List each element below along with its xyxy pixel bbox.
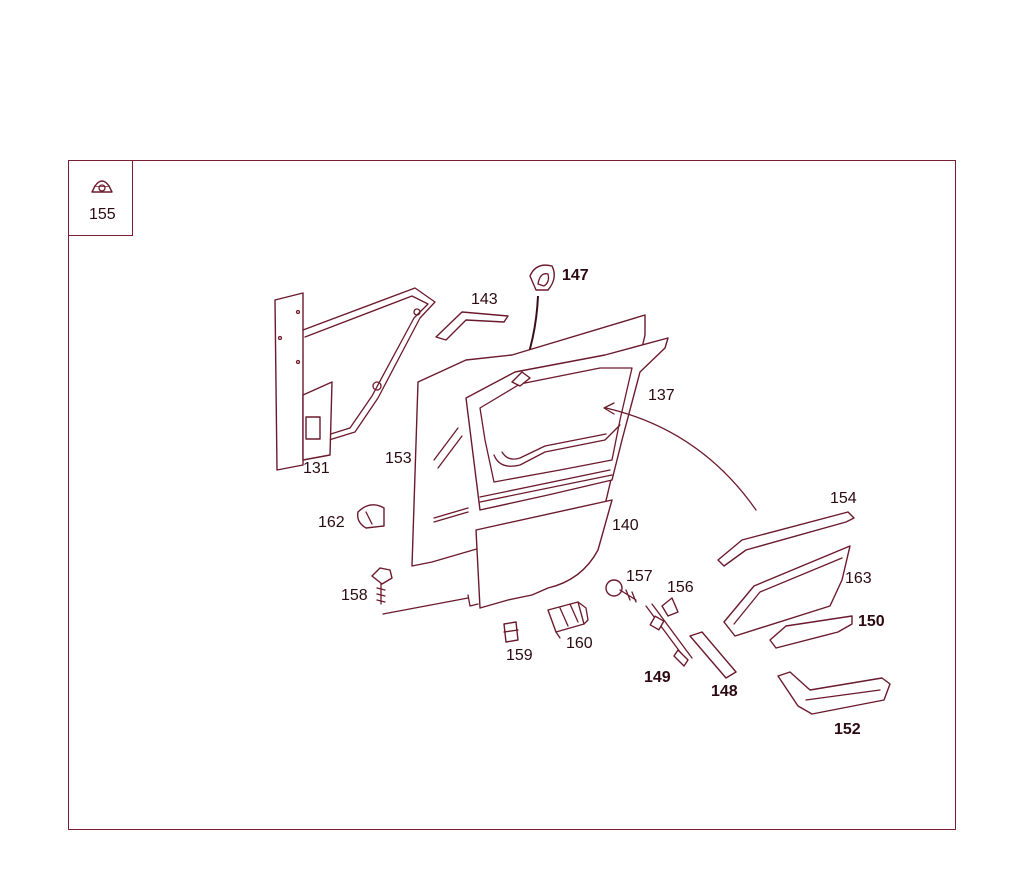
assembly-arrow — [603, 402, 757, 511]
part-160 — [547, 601, 589, 639]
label-163: 163 — [845, 570, 872, 587]
part-150 — [769, 615, 853, 649]
part-152 — [777, 671, 891, 715]
label-140: 140 — [612, 517, 639, 534]
label-157: 157 — [626, 568, 653, 585]
part-154 — [717, 511, 855, 567]
part-158 — [371, 567, 469, 615]
label-152: 152 — [834, 721, 861, 738]
label-137: 137 — [648, 387, 675, 404]
label-162: 162 — [318, 514, 345, 531]
part-157 — [605, 579, 637, 603]
label-131: 131 — [303, 460, 330, 477]
part-149 — [645, 603, 693, 667]
label-149: 149 — [644, 669, 671, 686]
part-156 — [661, 597, 679, 617]
diagram-frame — [68, 160, 956, 830]
part-140 — [467, 499, 613, 609]
label-154: 154 — [830, 490, 857, 507]
label-159: 159 — [506, 647, 533, 664]
label-156: 156 — [667, 579, 694, 596]
part-137 — [465, 337, 669, 511]
part-162 — [356, 504, 385, 529]
label-147: 147 — [562, 267, 589, 284]
label-143: 143 — [471, 291, 498, 308]
part-147 — [515, 264, 555, 381]
part-148 — [689, 631, 737, 679]
part-131 — [274, 287, 436, 471]
legend-box — [68, 160, 133, 236]
label-153: 153 — [385, 450, 412, 467]
label-158: 158 — [341, 587, 368, 604]
label-150: 150 — [858, 613, 885, 630]
label-160: 160 — [566, 635, 593, 652]
clip-155-icon — [91, 180, 113, 193]
part-163 — [723, 545, 851, 637]
label-148: 148 — [711, 683, 738, 700]
part-159 — [503, 621, 519, 643]
part-143 — [435, 311, 509, 341]
legend-label: 155 — [89, 206, 116, 223]
